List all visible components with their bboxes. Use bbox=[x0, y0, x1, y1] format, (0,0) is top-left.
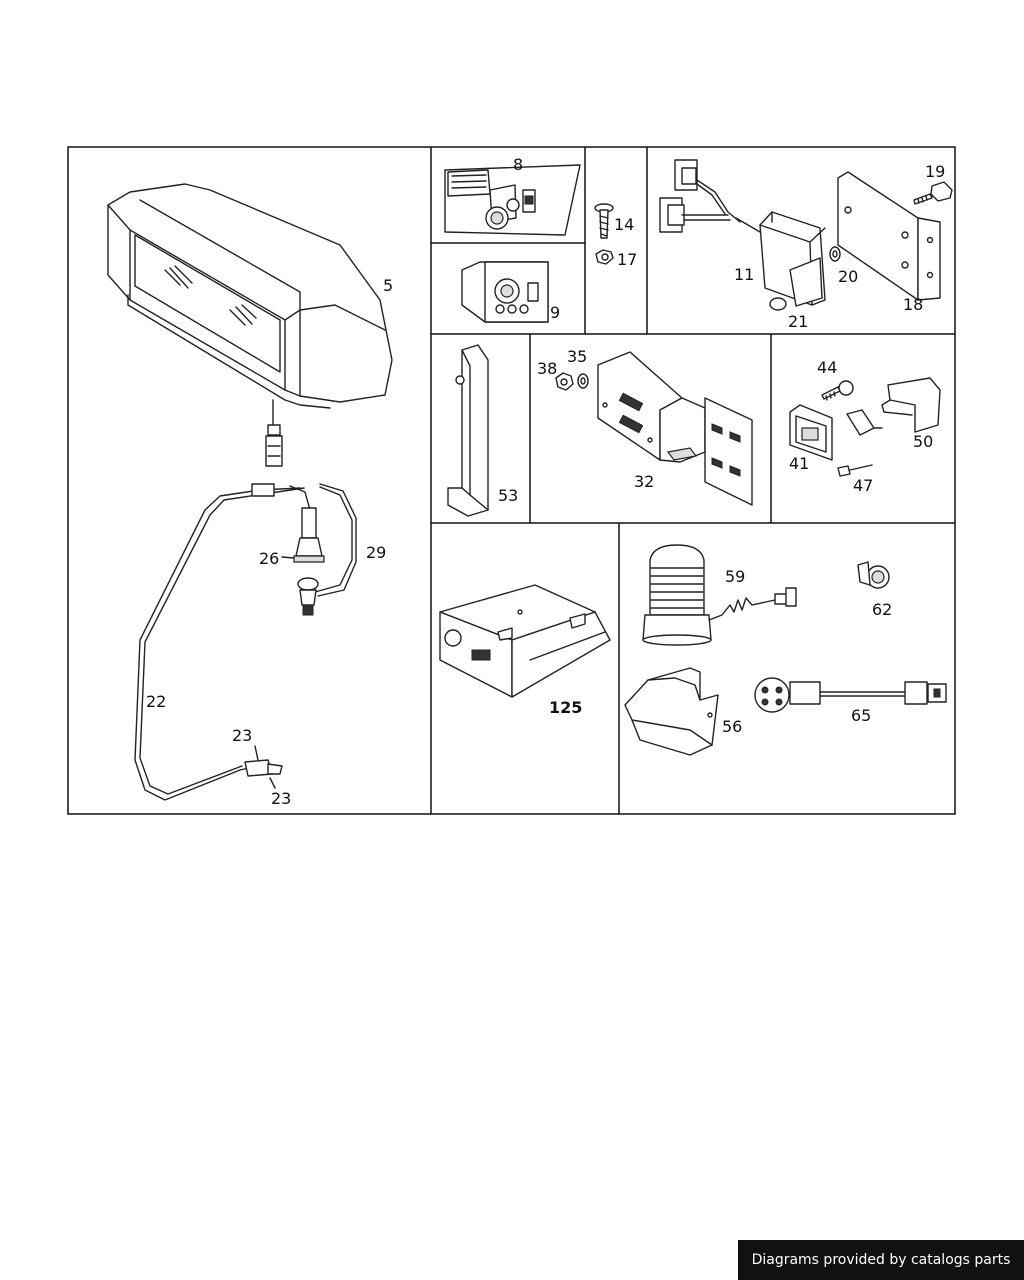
shield-56 bbox=[624, 667, 719, 756]
panel-frame bbox=[67, 146, 956, 815]
light-bar-housing bbox=[107, 183, 393, 467]
cable-harness bbox=[134, 483, 357, 801]
label-21: 21 bbox=[788, 312, 808, 331]
switch-module-44b bbox=[846, 409, 883, 436]
label-11: 11 bbox=[734, 265, 754, 284]
knob-62 bbox=[857, 561, 890, 589]
credit-badge: Diagrams provided by catalogs parts bbox=[738, 1240, 1024, 1280]
label-8: 8 bbox=[513, 155, 523, 174]
screw-44 bbox=[821, 380, 854, 401]
bracket-18 bbox=[837, 171, 941, 301]
label-18: 18 bbox=[903, 295, 923, 314]
label-62: 62 bbox=[872, 600, 892, 619]
label-56: 56 bbox=[722, 717, 742, 736]
nut-17 bbox=[595, 249, 614, 265]
housing-box-125 bbox=[439, 584, 611, 698]
label-65: 65 bbox=[851, 706, 871, 725]
nut-38 bbox=[555, 372, 574, 391]
label-44: 44 bbox=[817, 358, 837, 377]
label-20: 20 bbox=[838, 267, 858, 286]
screw-14 bbox=[594, 203, 614, 239]
switch-panel-8 bbox=[444, 164, 581, 236]
label-41: 41 bbox=[789, 454, 809, 473]
label-125: 125 bbox=[549, 698, 582, 717]
label-26: 26 bbox=[259, 549, 279, 568]
label-59: 59 bbox=[725, 567, 745, 586]
part-labels: 5 8 9 11 14 17 18 19 20 21 22 23 23 26 2… bbox=[146, 155, 945, 808]
washer-35 bbox=[577, 373, 589, 389]
label-23-top: 23 bbox=[232, 726, 252, 745]
control-box-9 bbox=[461, 261, 549, 323]
label-5: 5 bbox=[383, 276, 393, 295]
label-29: 29 bbox=[366, 543, 386, 562]
label-47: 47 bbox=[853, 476, 873, 495]
beacon-59 bbox=[642, 544, 797, 646]
cable-65 bbox=[754, 677, 947, 713]
label-35: 35 bbox=[567, 347, 587, 366]
cover-50 bbox=[881, 377, 941, 433]
flasher-unit-11 bbox=[659, 159, 826, 311]
bolt-19 bbox=[913, 181, 953, 205]
pin-47 bbox=[837, 464, 873, 477]
label-9: 9 bbox=[550, 303, 560, 322]
mounting-strip-53 bbox=[447, 344, 489, 517]
label-14: 14 bbox=[614, 215, 634, 234]
bracket-32 bbox=[597, 351, 753, 506]
label-50: 50 bbox=[913, 432, 933, 451]
label-22: 22 bbox=[146, 692, 166, 711]
switch-frame-41 bbox=[789, 404, 833, 461]
label-38: 38 bbox=[537, 359, 557, 378]
label-32: 32 bbox=[634, 472, 654, 491]
label-17: 17 bbox=[617, 250, 637, 269]
label-53: 53 bbox=[498, 486, 518, 505]
label-19: 19 bbox=[925, 162, 945, 181]
washer-20 bbox=[829, 246, 841, 262]
label-23-bottom: 23 bbox=[271, 789, 291, 808]
